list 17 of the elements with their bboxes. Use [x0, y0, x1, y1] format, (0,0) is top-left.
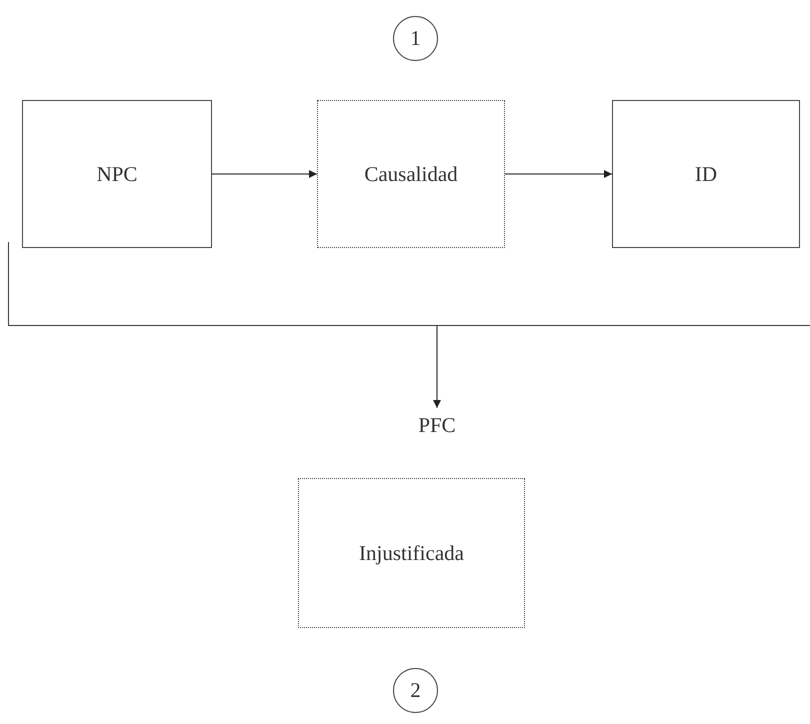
- node-label: PFC: [418, 412, 456, 438]
- box-label: ID: [694, 162, 718, 186]
- box-label: NPC: [96, 162, 138, 186]
- box-label: 1: [410, 26, 421, 51]
- box-label: Injustificada: [359, 540, 464, 566]
- process-box: [317, 100, 505, 248]
- box-label: 2: [410, 678, 421, 703]
- bracket: [8, 242, 810, 326]
- process-box: [298, 478, 525, 628]
- process-box: [22, 100, 212, 248]
- step-circle: [393, 668, 438, 713]
- arrow: [504, 170, 612, 178]
- process-box: [612, 100, 800, 248]
- arrow: [433, 325, 441, 408]
- box-label: Causalidad: [364, 162, 458, 186]
- arrow: [212, 170, 318, 178]
- step-circle: [393, 16, 438, 61]
